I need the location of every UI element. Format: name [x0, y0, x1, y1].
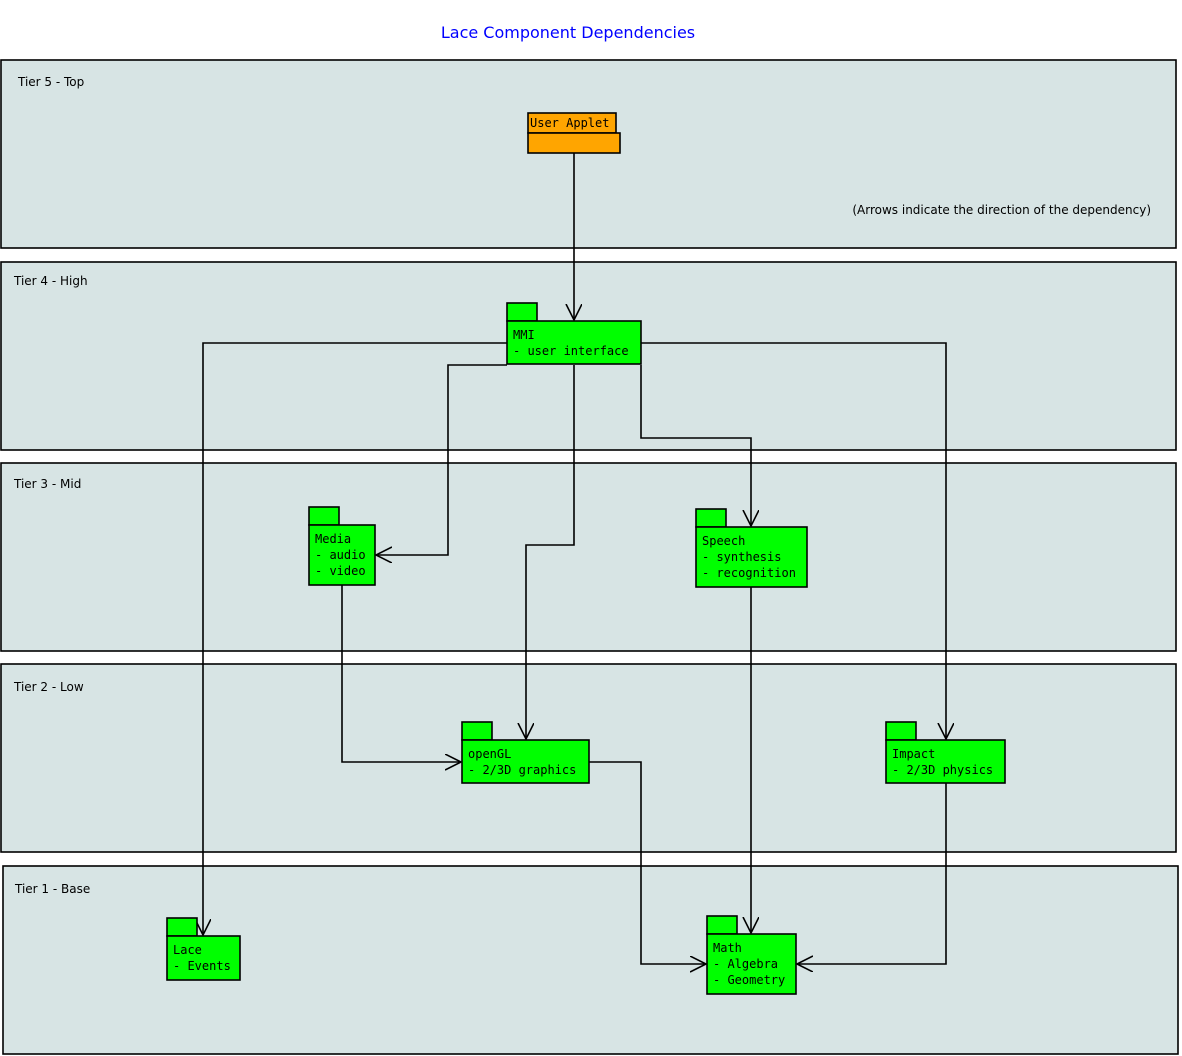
package-opengl: openGL - 2/3D graphics	[461, 721, 590, 784]
package-user-applet: User Applet	[527, 112, 621, 154]
edge-mmi-lace	[203, 342, 507, 935]
package-media: Media - audio - video	[308, 506, 376, 586]
legend-note: (Arrows indicate the direction of the de…	[852, 203, 1151, 217]
package-line: - synthesis	[702, 550, 781, 564]
tier-3: Tier 3 - Mid	[0, 462, 1177, 652]
package-name: openGL	[468, 747, 511, 761]
package-speech: Speech - synthesis - recognition	[695, 508, 808, 588]
tier-label: Tier 2 - Low	[13, 680, 84, 694]
package-name: User Applet	[530, 116, 609, 130]
edge-mmi-impact	[641, 342, 946, 739]
package-name: Media	[315, 532, 351, 546]
package-line: - 2/3D physics	[892, 763, 993, 777]
tier-label: Tier 4 - High	[13, 274, 88, 288]
tier-label: Tier 1 - Base	[14, 882, 90, 896]
edge-opengl-math	[589, 761, 706, 964]
package-line: - audio	[315, 548, 366, 562]
edge-mmi-media	[376, 364, 507, 555]
edge-mmi-speech	[640, 365, 751, 526]
edge-media-opengl	[341, 585, 461, 762]
package-line: - 2/3D graphics	[468, 763, 576, 777]
diagram-title: Lace Component Dependencies	[441, 23, 695, 42]
package-name: MMI	[513, 328, 535, 342]
package-name: Impact	[892, 747, 935, 761]
tier-label: Tier 3 - Mid	[13, 477, 81, 491]
package-line: - recognition	[702, 566, 796, 580]
package-line: - video	[315, 564, 366, 578]
package-line: - Algebra	[713, 957, 778, 971]
edge-impact-math	[797, 783, 947, 964]
package-name: Speech	[702, 534, 745, 548]
package-line: - user interface	[513, 344, 629, 358]
package-line: - Geometry	[713, 973, 785, 987]
edge-mmi-opengl	[526, 365, 575, 739]
package-impact: Impact - 2/3D physics	[885, 721, 1006, 784]
tier-label: Tier 5 - Top	[17, 75, 84, 89]
package-name: Lace	[173, 943, 202, 957]
tier-5: Tier 5 - Top	[0, 59, 1177, 249]
package-mmi: MMI - user interface	[506, 302, 642, 365]
package-line: - Events	[173, 959, 231, 973]
package-name: Math	[713, 941, 742, 955]
package-lace: Lace - Events	[166, 917, 241, 981]
package-math: Math - Algebra - Geometry	[706, 915, 797, 995]
